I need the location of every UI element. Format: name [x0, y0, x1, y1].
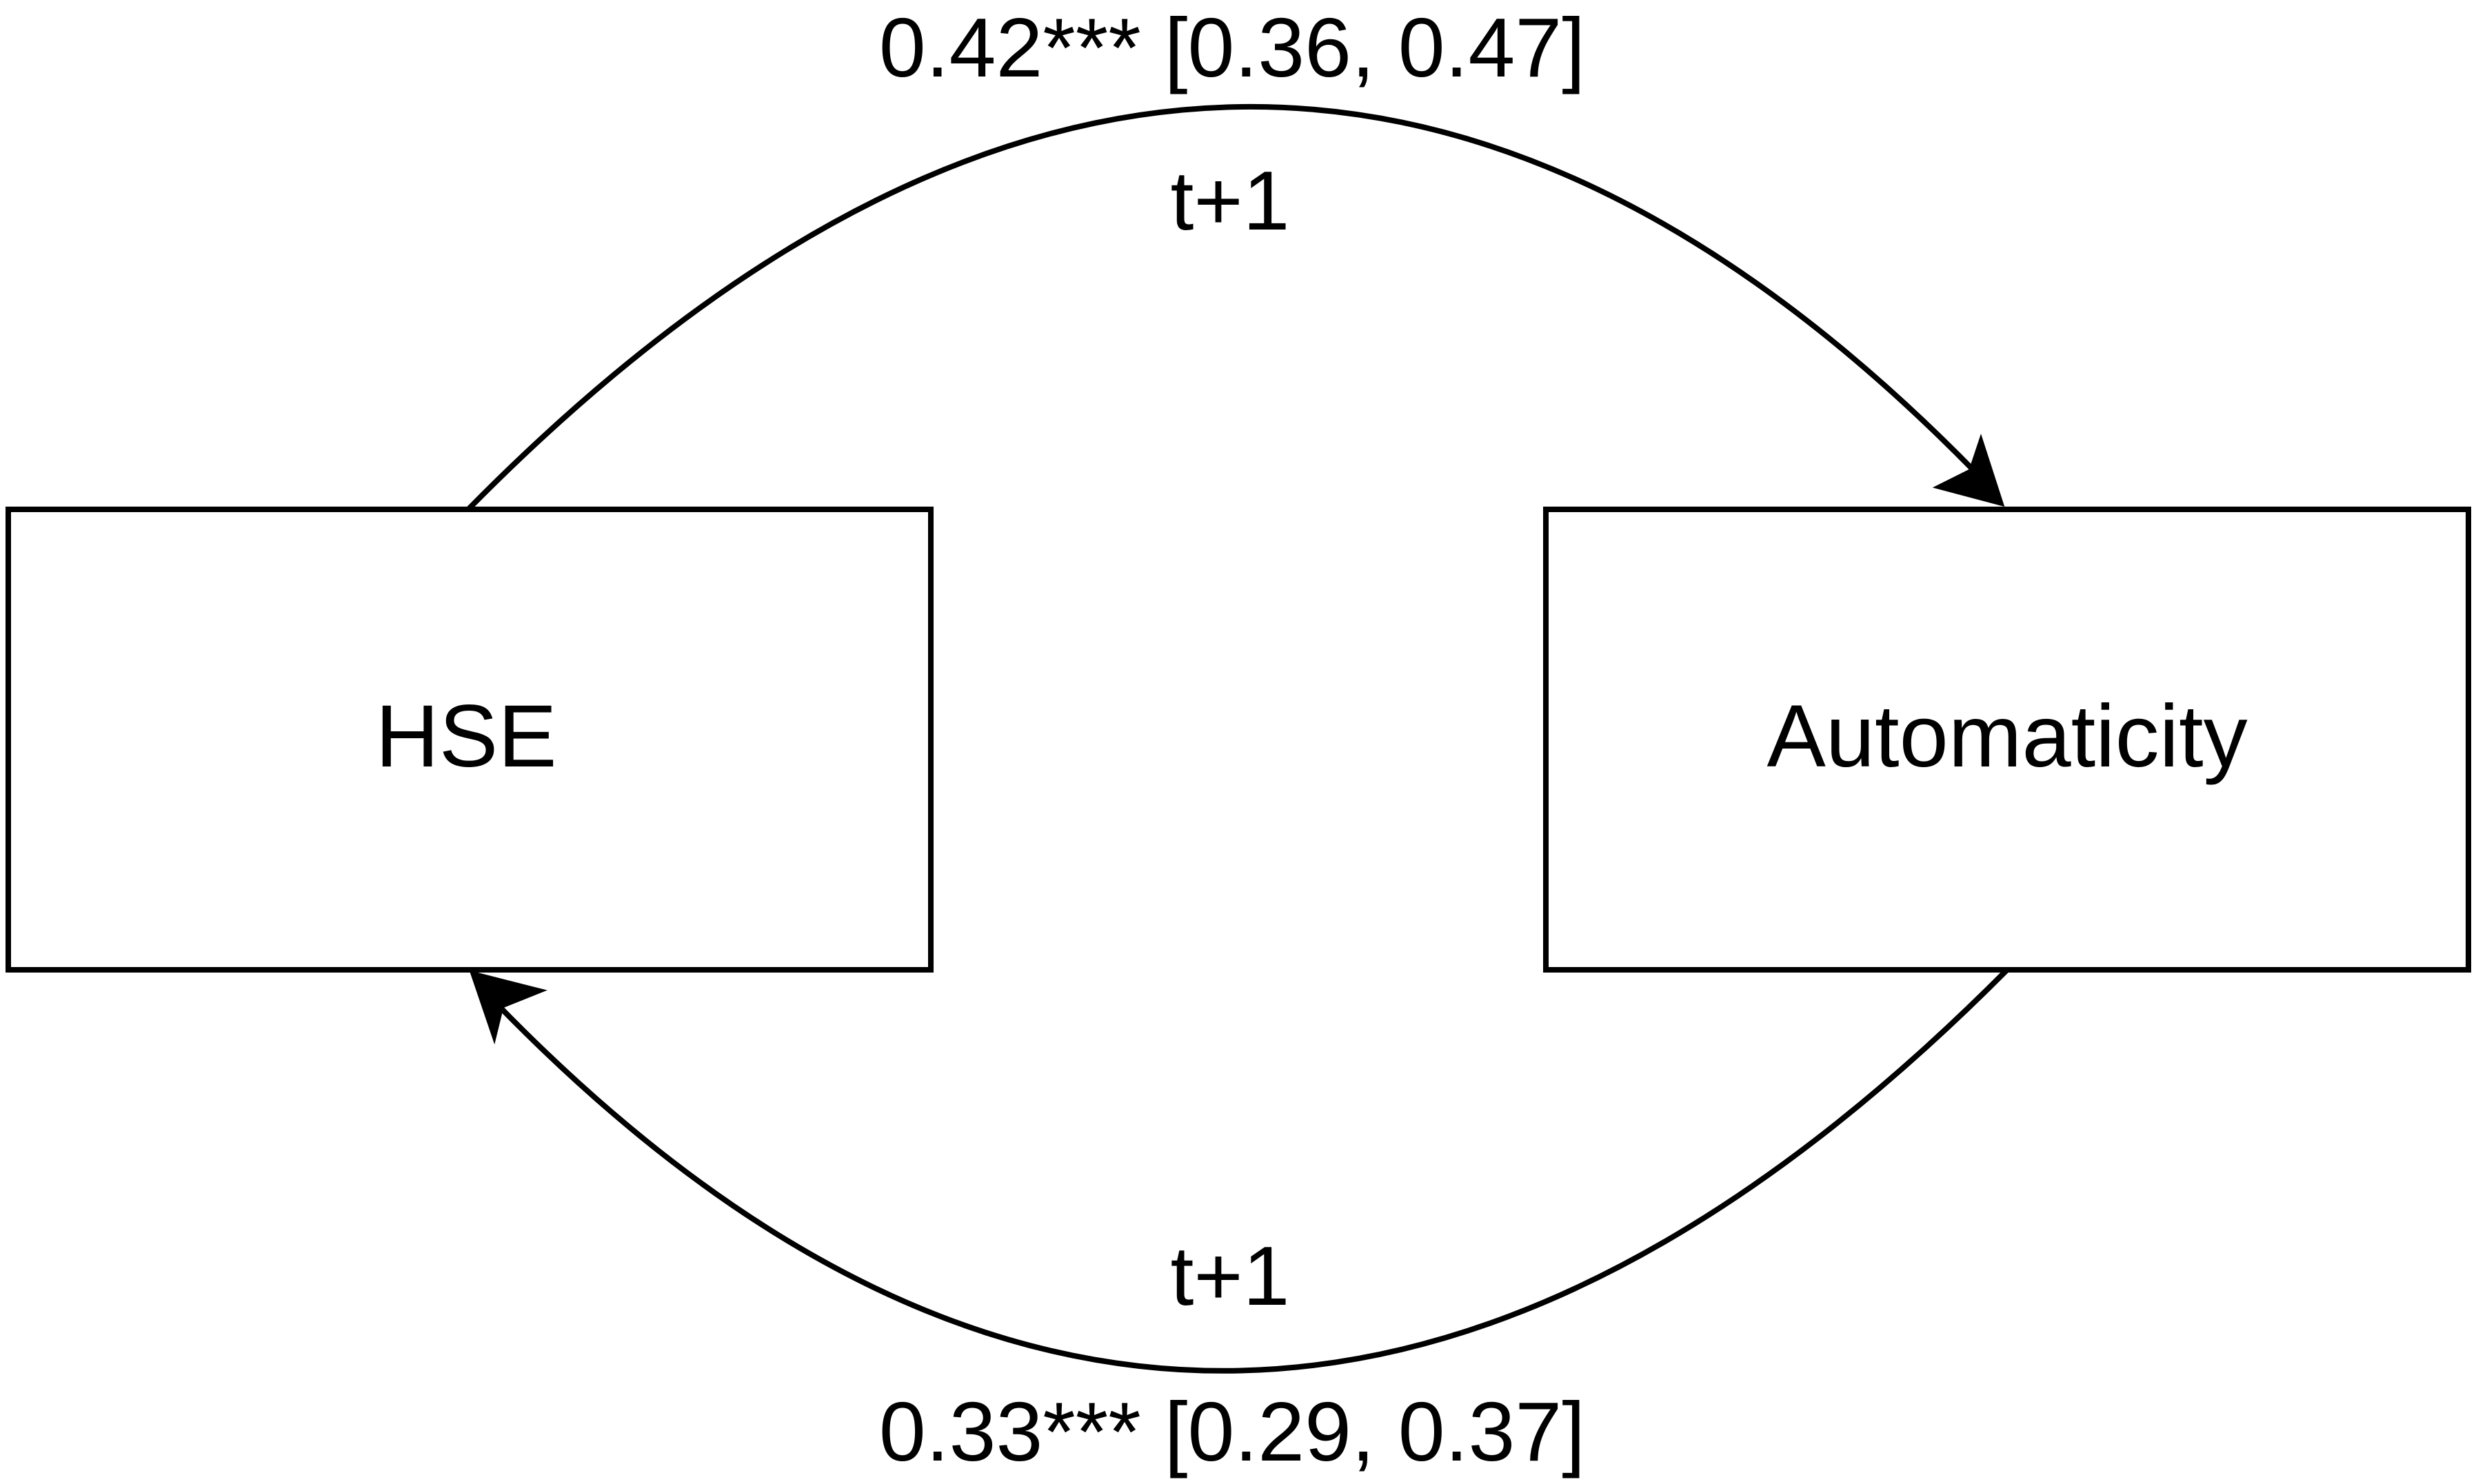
- bottom-path-lag: t+1: [1171, 1229, 1290, 1323]
- top-path-coefficient: 0.42*** [0.36, 0.47]: [879, 1, 1585, 94]
- node-automaticity: Automaticity: [1543, 507, 2471, 973]
- bottom-path-arrow: [497, 968, 2009, 1374]
- bottom-arrowhead-icon: [469, 970, 547, 1045]
- top-path-arrow: [467, 103, 1976, 511]
- node-automaticity-label: Automaticity: [1767, 687, 2247, 786]
- bottom-path-coefficient: 0.33*** [0.29, 0.37]: [879, 1385, 1585, 1478]
- node-hse-box: [6, 507, 934, 973]
- node-hse: HSE: [6, 507, 934, 973]
- top-path-lag: t+1: [1171, 154, 1290, 247]
- top-arrowhead-icon: [1932, 434, 2005, 507]
- node-hse-label: HSE: [375, 687, 556, 786]
- node-automaticity-box: [1543, 507, 2471, 973]
